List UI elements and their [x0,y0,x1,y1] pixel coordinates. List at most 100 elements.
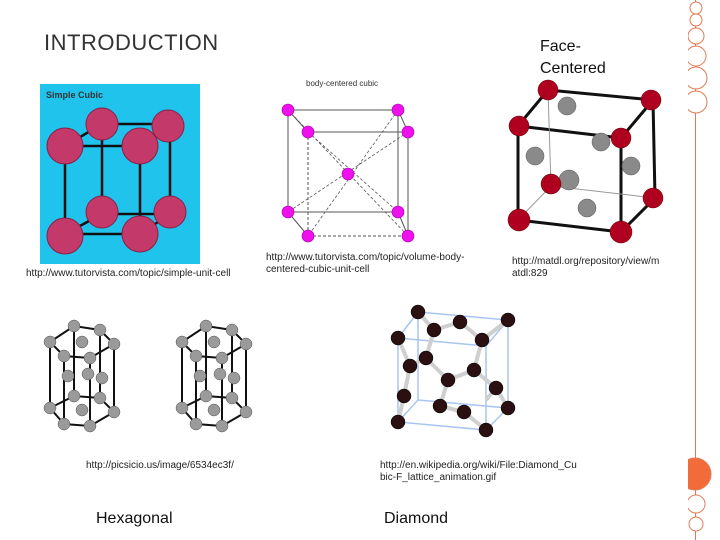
bcc-inner-label: body-centered cubic [306,79,378,88]
atom-sphere [282,206,294,218]
atom-sphere [176,336,188,348]
atom-sphere [82,368,94,380]
atom-sphere [302,230,314,242]
atom-sphere [76,404,88,416]
atom-sphere [122,128,158,164]
deco-circle [688,46,706,66]
atom-sphere-face [622,157,640,175]
atom-sphere [216,352,228,364]
diamond-caption: http://en.wikipedia.org/wiki/File:Diamon… [380,460,577,484]
diamond-image [388,300,528,440]
atom-sphere [402,230,414,242]
atom-sphere-face [558,97,576,115]
fcc-caption: http://matdl.org/repository/view/m atdl:… [512,256,672,278]
deco-circle [688,495,705,513]
atom-sphere [208,404,220,416]
atom-sphere [47,128,83,164]
atom-sphere [419,351,433,365]
fcc-caption-line1: http://matdl.org/repository/view/m [512,256,672,268]
atom-sphere [402,126,414,138]
atom-sphere [441,373,455,387]
atom-sphere [282,104,294,116]
bcc-caption: http://www.tutorvista.com/topic/volume-b… [266,252,464,276]
atom-sphere [200,390,212,402]
atom-sphere [433,399,447,413]
atom-sphere [392,104,404,116]
bcc-image: body-centered cubic [270,76,420,248]
atom-sphere [154,196,186,228]
atom-sphere-center [342,168,354,180]
deco-circle [690,14,702,26]
fcc-caption-line2: atdl:829 [512,268,672,278]
atom-sphere [76,336,88,348]
atom-sphere [44,336,56,348]
hexagonal-label: Hexagonal [96,510,173,528]
atom-sphere-face [559,170,579,190]
atom-sphere [538,80,558,100]
atom-sphere [541,174,561,194]
atom-sphere [86,196,118,228]
simple-cubic-caption: http://www.tutorvista.com/topic/simple-u… [26,268,231,280]
atom-sphere [453,315,467,329]
atom-sphere [58,350,70,362]
atom-sphere-face [526,147,544,165]
atom-sphere-face [592,133,610,151]
atom-sphere [501,313,515,327]
atom-sphere [501,401,515,415]
atom-sphere [403,359,417,373]
atom-sphere [194,370,206,382]
deco-circle [690,2,702,14]
atom-sphere [610,221,632,243]
atom-sphere [68,390,80,402]
atom-sphere [214,368,226,380]
atom-sphere [643,188,663,208]
atom-sphere [226,392,238,404]
simple-cubic-inner-label: Simple Cubic [46,90,103,100]
atom-sphere [47,218,83,254]
atom-sphere [190,418,202,430]
deco-circle [688,67,707,89]
deco-circle [688,91,707,113]
atom-sphere [391,415,405,429]
atom-sphere [509,116,529,136]
atom-sphere [216,420,228,432]
atom-sphere [58,418,70,430]
atom-sphere [226,324,238,336]
diamond-caption-line1: http://en.wikipedia.org/wiki/File:Diamon… [380,460,577,472]
atom-sphere [176,402,188,414]
atom-sphere [122,216,158,252]
atom-sphere [228,372,240,384]
fcc-label-line1: Face- [540,36,606,58]
simple-cubic-image: Simple Cubic [40,84,200,264]
atom-sphere [391,331,405,345]
decorative-circles [688,0,720,540]
deco-circle-filled [688,458,711,490]
atom-sphere [94,392,106,404]
atom-sphere [108,338,120,350]
fcc-label: Face- Centered [540,36,606,80]
atom-sphere [190,350,202,362]
atom-sphere [479,423,493,437]
atom-sphere [208,336,220,348]
atom-sphere [62,370,74,382]
atom-sphere [397,389,411,403]
atom-sphere [427,323,441,337]
atom-sphere [641,90,661,110]
atom-sphere [489,381,503,395]
atom-sphere [411,305,425,319]
atom-sphere [240,406,252,418]
diamond-caption-line2: bic-F_lattice_animation.gif [380,472,577,484]
deco-circle [688,28,704,44]
slide-title: INTRODUCTION [44,30,219,56]
atom-sphere [240,338,252,350]
atom-sphere [200,320,212,332]
atom-sphere [152,110,184,142]
bcc-caption-line1: http://www.tutorvista.com/topic/volume-b… [266,252,464,264]
atom-sphere [457,405,471,419]
atom-sphere [84,352,96,364]
atom-sphere [611,128,631,148]
bcc-caption-line2: centered-cubic-unit-cell [266,264,464,276]
atom-sphere [96,372,108,384]
atom-sphere [392,206,404,218]
atom-sphere [467,363,481,377]
